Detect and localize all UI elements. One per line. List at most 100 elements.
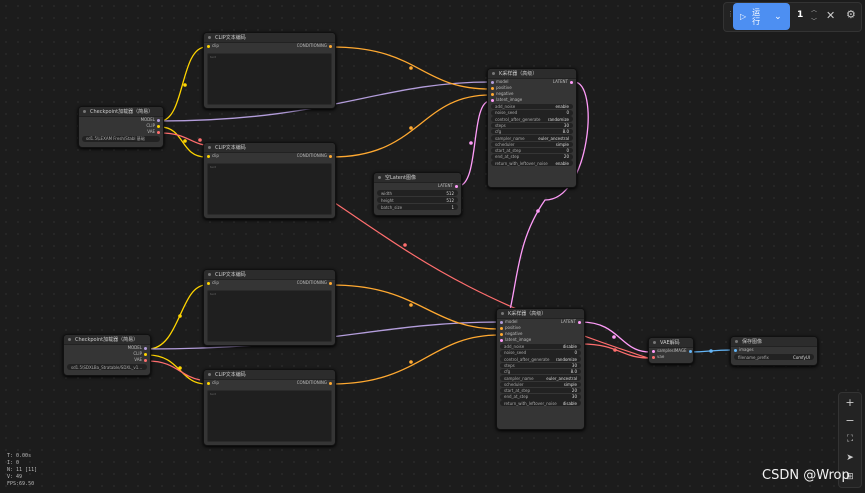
gear-icon[interactable]: ⚙ — [846, 8, 856, 21]
collapse-dot-icon[interactable] — [378, 176, 381, 179]
input-images-pin[interactable] — [734, 348, 737, 352]
checkpoint-loader-node-2[interactable]: Checkpoint加载器（简易） MODEL CLIP VAE sd1.5\S… — [63, 334, 151, 376]
input-positive-pin[interactable] — [491, 86, 494, 90]
collapse-dot-icon[interactable] — [735, 340, 738, 343]
input-latent-pin[interactable] — [491, 98, 494, 102]
ckpt-name-combo[interactable]: sd1.5\LEXAM Fresh/Stabl 基础 — [82, 136, 160, 142]
input-model-pin[interactable] — [491, 80, 494, 84]
output-vae-pin[interactable] — [157, 130, 160, 134]
output-clip-pin[interactable] — [157, 124, 160, 128]
output-conditioning-pin[interactable] — [329, 44, 332, 48]
output-clip-pin[interactable] — [144, 352, 147, 356]
batch-count-input[interactable]: 1 — [797, 10, 804, 20]
input-positive-pin[interactable] — [500, 326, 503, 330]
collapse-dot-icon[interactable] — [208, 273, 211, 276]
checkpoint-loader-node-1[interactable]: Checkpoint加载器（简易） MODEL CLIP VAE sd1.5\L… — [78, 106, 164, 148]
collapse-dot-icon[interactable] — [68, 338, 71, 341]
stat-v: V: 49 — [7, 474, 23, 480]
output-model-pin[interactable] — [157, 118, 160, 122]
close-icon[interactable]: ✕ — [826, 9, 836, 22]
collapse-dot-icon[interactable] — [83, 110, 86, 113]
output-conditioning-pin[interactable] — [329, 154, 332, 158]
output-latent-pin[interactable] — [455, 184, 458, 188]
zoom-in-button[interactable]: + — [845, 395, 855, 409]
input-negative-pin[interactable] — [491, 92, 494, 96]
input-vae-pin[interactable] — [652, 355, 655, 359]
input-negative-pin[interactable] — [500, 332, 503, 336]
input-model-pin[interactable] — [500, 320, 503, 324]
output-latent-pin[interactable] — [570, 80, 573, 84]
input-clip-pin[interactable] — [207, 154, 210, 158]
grid-icon[interactable]: ⊞ — [846, 472, 854, 482]
locate-icon[interactable]: ➤ — [846, 453, 854, 463]
input-clip-label: clip — [212, 153, 219, 158]
output-conditioning-pin[interactable] — [329, 381, 332, 385]
collapse-dot-icon[interactable] — [208, 36, 211, 39]
prompt-textarea[interactable]: text — [207, 390, 332, 442]
decrement-icon[interactable]: ﹀ — [811, 18, 818, 25]
ckpt-name-combo[interactable]: sd1.5\SDXLBa_Stratable/SDXL_v1... — [67, 364, 147, 370]
fit-view-icon[interactable]: ⛶ — [846, 434, 854, 444]
input-samples-pin[interactable] — [652, 349, 655, 353]
output-image-pin[interactable] — [688, 349, 692, 353]
prompt-textarea[interactable]: text — [207, 53, 332, 105]
input-clip-pin[interactable] — [207, 44, 210, 48]
collapse-dot-icon[interactable] — [492, 72, 495, 75]
output-model-pin[interactable] — [144, 346, 147, 350]
chevron-down-icon[interactable]: ⌄ — [774, 11, 782, 22]
collapse-dot-icon[interactable] — [501, 312, 504, 315]
input-clip-label: clip — [212, 280, 219, 285]
collapse-dot-icon[interactable] — [208, 373, 211, 376]
zoom-out-button[interactable]: − — [845, 413, 855, 427]
collapse-dot-icon[interactable] — [208, 146, 211, 149]
input-clip-pin[interactable] — [207, 381, 210, 385]
prompt-textarea[interactable]: text — [207, 290, 332, 342]
input-clip-label: clip — [212, 43, 219, 48]
input-latent-pin[interactable] — [500, 338, 503, 342]
output-conditioning-label: CONDITIONING — [296, 280, 327, 285]
output-vae-pin[interactable] — [144, 358, 147, 362]
increment-icon[interactable]: ︿ — [811, 7, 818, 14]
input-clip-pin[interactable] — [207, 281, 210, 285]
node-title: CLIP文本编码 — [215, 145, 246, 151]
collapse-dot-icon[interactable] — [653, 341, 656, 344]
run-button[interactable]: ▷ 运行 ⌄ — [733, 3, 790, 30]
output-conditioning-pin[interactable] — [329, 281, 332, 285]
prompt-textarea[interactable]: text — [207, 163, 332, 215]
output-latent-pin[interactable] — [578, 320, 581, 324]
